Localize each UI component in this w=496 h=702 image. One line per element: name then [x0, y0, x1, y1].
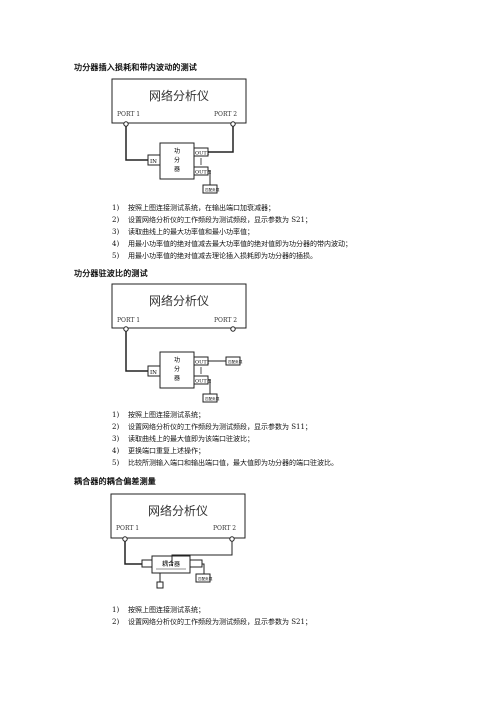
list-item: 1)按照上图连接测试系统； — [112, 411, 205, 419]
cable-port2-to-out1 — [208, 126, 234, 153]
cable-out2-to-load — [208, 170, 211, 185]
network-analyzer-box — [110, 493, 246, 539]
coupler-coupled-lead — [159, 573, 163, 583]
load-box-1 — [225, 356, 241, 366]
splitter-char-3: 器 — [174, 375, 180, 382]
analyzer-title: 网络分析仪 — [149, 88, 209, 103]
coupler-in-port — [141, 559, 153, 568]
coupler-label: 耦合器 — [162, 560, 180, 568]
list-item: 5)用最小功率值的绝对值减去理论插入损耗即为功分器的插损。 — [112, 252, 317, 260]
section-2-steps: 1)按照上图连接测试系统； 2)设置网络分析仪的工作频段为测试频段，显示参数为 … — [112, 409, 338, 469]
out2-label: OUT 2 — [195, 170, 211, 176]
load-label: 匹配负载 — [228, 359, 243, 364]
in-label: IN — [150, 159, 157, 165]
cable-port1-to-in — [125, 331, 148, 372]
load-label: 匹配负载 — [205, 187, 220, 192]
cable-port2-to-coupler — [171, 541, 233, 566]
section-1-steps: 1)按照上图连接测试系统，在输出端口加衰减器； 2)设置网络分析仪的工作频段为测… — [112, 202, 352, 262]
list-item: 5)比较所测输入端口和输出端口值，最大值即为功分器的端口驻波比。 — [112, 459, 338, 467]
cable-out-to-load — [202, 563, 205, 574]
splitter-char-2: 分 — [174, 365, 180, 373]
list-item: 3)读取曲线上的最大功率值和最小功率值； — [112, 228, 254, 236]
list-item: 1)按照上图连接测试系统，在输出端口加衰减器； — [112, 204, 275, 212]
out2-label: OUT 2 — [195, 379, 211, 385]
out1-label: OUT1 — [195, 360, 210, 366]
out1-label: OUT1 — [195, 151, 210, 157]
coupler-coupled-port — [156, 581, 164, 589]
analyzer-title: 网络分析仪 — [148, 503, 208, 518]
splitter-char-3: 器 — [174, 166, 180, 173]
list-item: 2)设置网络分析仪的工作频段为测试频段，显示参数为 S21； — [112, 618, 312, 626]
port2-connector — [229, 536, 235, 542]
load-box — [202, 184, 218, 194]
section-2-heading: 功分器驻波比的测试 — [74, 269, 148, 278]
splitter-char-2: 分 — [174, 156, 180, 164]
splitter-box — [159, 351, 195, 389]
section-1-heading: 功分器插入损耗和带内波动的测试 — [74, 63, 197, 72]
list-item: 4)用最小功率值的绝对值减去最大功率值的绝对值即为功分器的带内波动； — [112, 240, 352, 248]
load-box — [195, 573, 211, 583]
port1-connector — [122, 536, 128, 542]
port2-label: PORT 2 — [213, 525, 236, 532]
list-item: 2)设置网络分析仪的工作频段为测试频段，显示参数为 S21； — [112, 216, 312, 224]
load-box-2 — [202, 393, 218, 403]
list-item: 3)读取曲线上的最大值即为该端口驻波比； — [112, 435, 254, 443]
cable-port1-to-coupler — [124, 541, 142, 565]
in-label: IN — [150, 370, 157, 376]
network-analyzer-box — [111, 283, 247, 329]
list-item: 1)按照上图连接测试系统； — [112, 606, 205, 614]
splitter-box — [159, 142, 195, 180]
coupler-out-port — [189, 559, 203, 568]
section-3-heading: 耦合器的耦合偏差测量 — [74, 477, 156, 486]
port1-label: PORT 1 — [117, 111, 140, 118]
port2-label: PORT 2 — [214, 317, 237, 324]
port1-label: PORT 1 — [117, 317, 140, 324]
list-item: 2)设置网络分析仪的工作频段为测试频段，显示参数为 S11； — [112, 423, 312, 431]
cable-port1-to-in — [125, 126, 148, 161]
splitter-char-1: 功 — [174, 147, 180, 155]
network-analyzer-box — [111, 78, 247, 124]
port2-label: PORT 2 — [214, 111, 237, 118]
analyzer-title: 网络分析仪 — [149, 293, 209, 308]
cable-out2-to-load — [208, 379, 211, 394]
section-3-steps: 1)按照上图连接测试系统； 2)设置网络分析仪的工作频段为测试频段，显示参数为 … — [112, 604, 312, 628]
load-label: 匹配负载 — [198, 576, 213, 581]
load-label: 匹配负载 — [205, 396, 220, 401]
list-item: 4)更换端口重复上述操作； — [112, 447, 205, 455]
port1-label: PORT 1 — [116, 525, 139, 532]
out1-port-box — [193, 147, 209, 157]
splitter-char-1: 功 — [174, 356, 180, 364]
port2-connector — [230, 326, 236, 332]
